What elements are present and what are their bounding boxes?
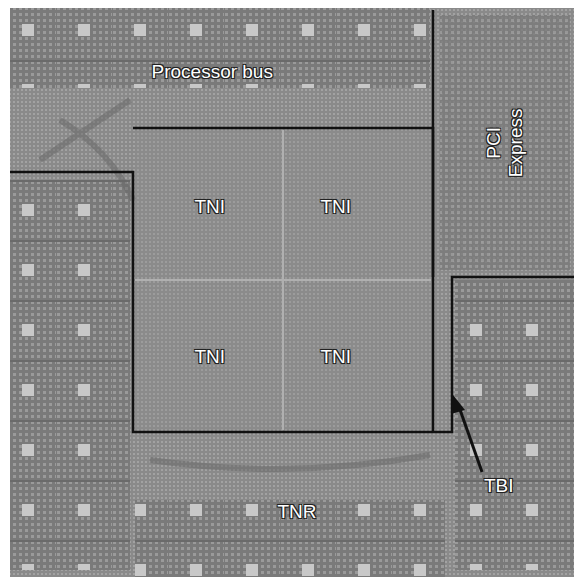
tni-block: TNI TNI TNI TNI [133,128,433,432]
unit-label: TNI [321,196,352,218]
unit-label: TNI [195,196,226,218]
unit-label: TNI [195,346,226,368]
unit-label: TNI [321,346,352,368]
pcie-block: PCI Express [433,10,574,277]
unit-label: TBI [484,475,514,497]
leader-arrow [451,395,482,472]
unit-label: TNR [278,501,317,523]
bus-label: Processor bus [152,61,273,83]
block-label: PCI Express [483,103,527,183]
